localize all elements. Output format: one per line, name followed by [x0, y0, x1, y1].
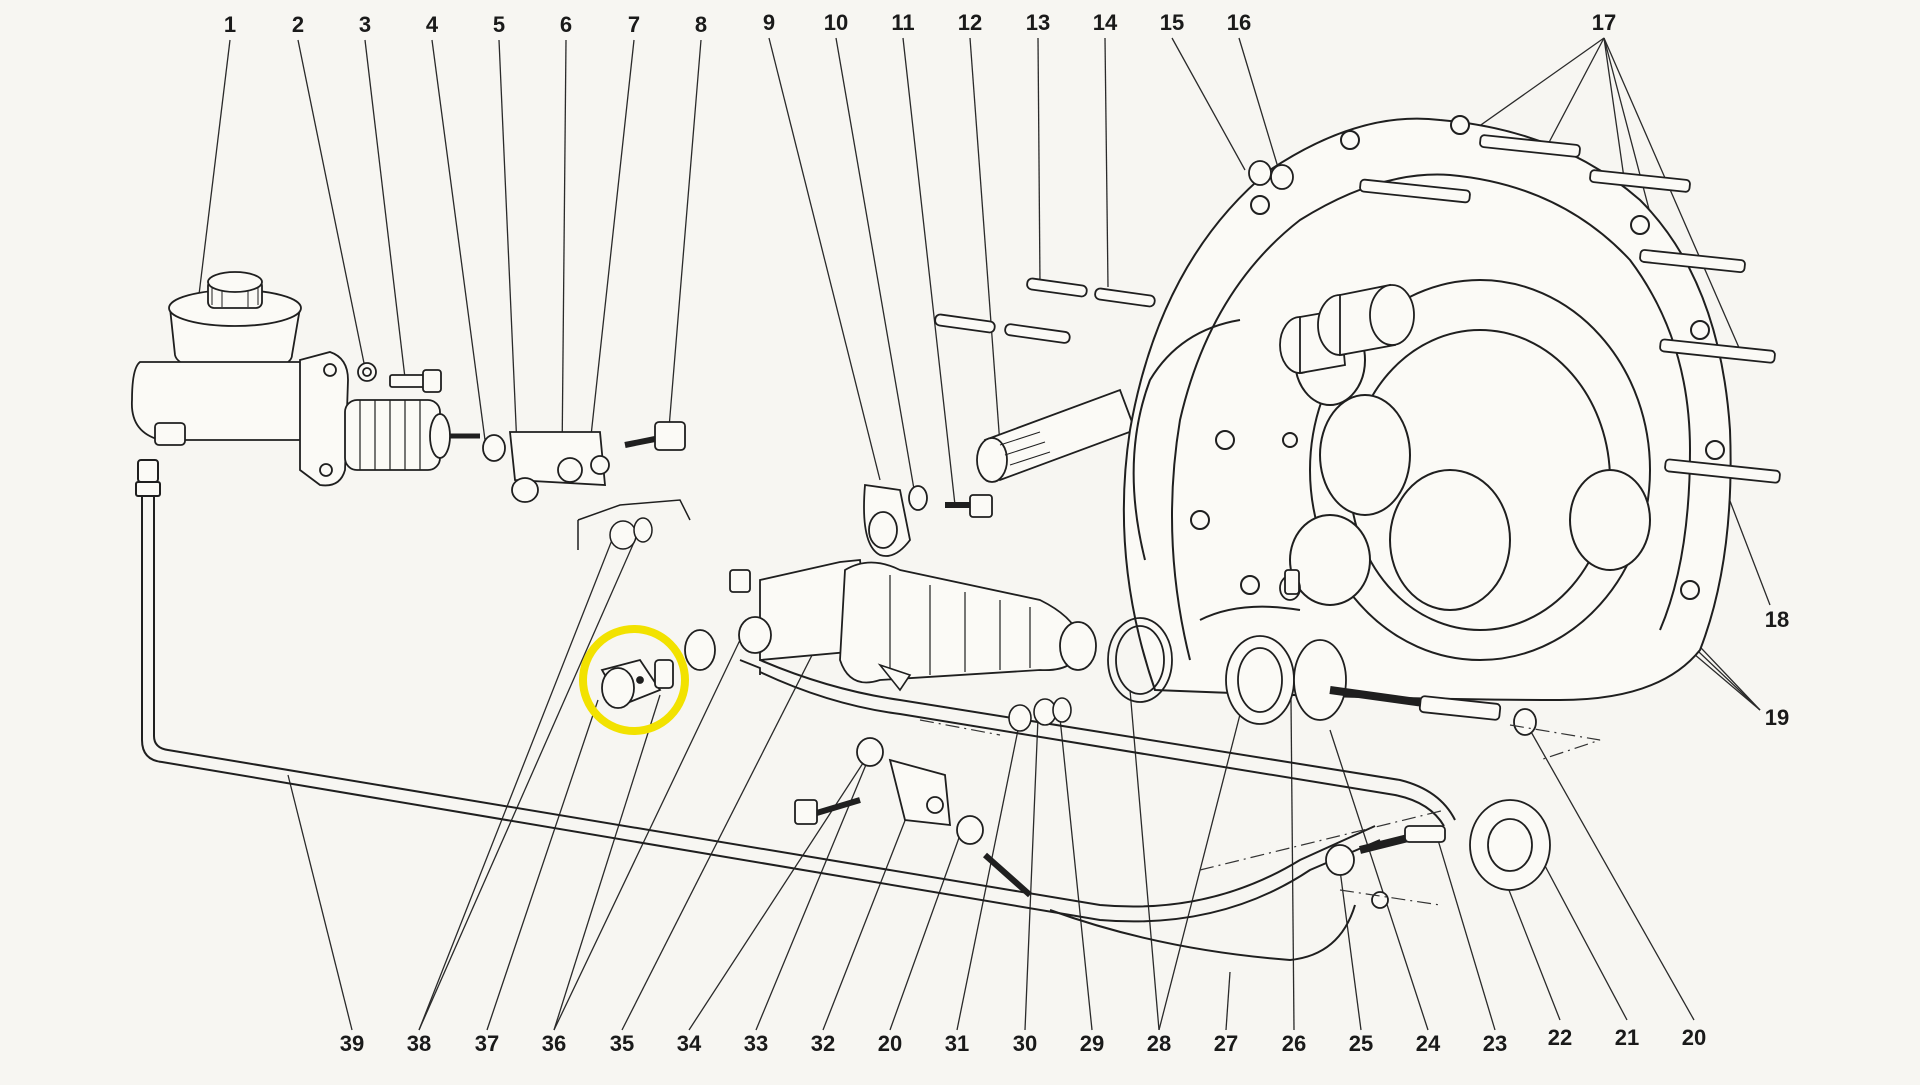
- highlight-ring: [579, 625, 689, 735]
- callout-22: 22: [1548, 1025, 1572, 1050]
- callout-35: 35: [610, 1031, 634, 1056]
- callout-20-bottom-right: 20: [1682, 1025, 1706, 1050]
- input-shaft-and-pins: [863, 277, 1156, 557]
- callout-10: 10: [824, 10, 848, 35]
- callout-14: 14: [1093, 10, 1118, 35]
- callout-33: 33: [744, 1031, 768, 1056]
- callout-16: 16: [1227, 10, 1251, 35]
- callout-19: 19: [1765, 705, 1789, 730]
- callout-2: 2: [292, 12, 304, 37]
- centerlines: [919, 719, 1601, 906]
- callout-3: 3: [359, 12, 371, 37]
- seals-and-release-bearing: [1107, 569, 1551, 909]
- callout-38: 38: [407, 1031, 431, 1056]
- callout-6: 6: [560, 12, 572, 37]
- pipe-union: [877, 663, 1072, 732]
- bleed-screw-part: [600, 658, 674, 709]
- callout-37: 37: [475, 1031, 499, 1056]
- callout-34: 34: [677, 1031, 702, 1056]
- callout-23: 23: [1483, 1031, 1507, 1056]
- callout-9: 9: [763, 10, 775, 35]
- callout-24: 24: [1416, 1031, 1441, 1056]
- callout-13: 13: [1026, 10, 1050, 35]
- callout-26: 26: [1282, 1031, 1306, 1056]
- callout-12: 12: [958, 10, 982, 35]
- master-cylinder: [131, 271, 686, 503]
- callout-8: 8: [695, 12, 707, 37]
- callout-15: 15: [1160, 10, 1184, 35]
- bellhousing: [1122, 115, 1732, 702]
- callout-11: 11: [891, 10, 914, 35]
- callout-1: 1: [224, 12, 236, 37]
- callout-20-bottom-left: 20: [878, 1031, 902, 1056]
- callout-29: 29: [1080, 1031, 1104, 1056]
- callout-17: 17: [1592, 10, 1616, 35]
- callout-30: 30: [1013, 1031, 1037, 1056]
- callout-31: 31: [945, 1031, 969, 1056]
- callout-4: 4: [426, 12, 439, 37]
- callout-7: 7: [628, 12, 640, 37]
- callout-5: 5: [493, 12, 505, 37]
- callout-21: 21: [1615, 1025, 1639, 1050]
- callout-39: 39: [340, 1031, 364, 1056]
- callout-28: 28: [1147, 1031, 1171, 1056]
- pipe-bracket: [794, 737, 1032, 898]
- callout-32: 32: [811, 1031, 835, 1056]
- callout-36: 36: [542, 1031, 566, 1056]
- callout-labels: 1 2 3 4 5 6 7 8 9 10 11 12 13 14 15 16 1…: [224, 10, 1789, 1056]
- studs: [1248, 134, 1781, 484]
- callout-18: 18: [1765, 607, 1789, 632]
- callout-25: 25: [1349, 1031, 1373, 1056]
- slave-cylinder: [684, 559, 1097, 684]
- hydraulic-pipe: [135, 459, 1456, 962]
- callout-27: 27: [1214, 1031, 1238, 1056]
- needle-bearings: [1279, 283, 1415, 375]
- clevis-bracket: [577, 499, 691, 550]
